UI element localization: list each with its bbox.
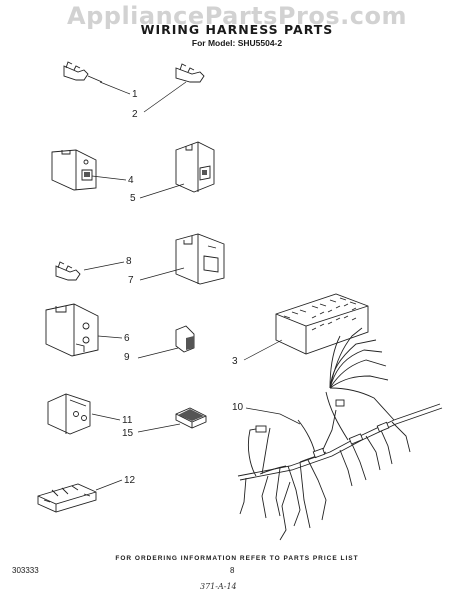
part-5-connector — [175, 141, 215, 193]
leader-2 — [143, 81, 187, 113]
callout-2: 2 — [132, 109, 138, 120]
leader-15 — [137, 423, 181, 433]
part-8-terminal — [55, 261, 81, 281]
callout-9: 9 — [124, 352, 130, 363]
part-6-connector — [45, 303, 99, 357]
leader-10 — [245, 407, 301, 425]
callout-6: 6 — [124, 333, 130, 344]
callout-5: 5 — [130, 193, 136, 204]
leader-7 — [139, 267, 185, 281]
leader-1 — [99, 81, 131, 95]
callout-12: 12 — [124, 475, 136, 486]
part-11-connector — [47, 393, 91, 435]
part-12-plug — [37, 483, 97, 513]
leader-5 — [139, 183, 185, 199]
part-3-connector-block — [275, 293, 369, 355]
page-number: 8 — [230, 566, 235, 575]
part-4-connector — [51, 149, 97, 191]
leader-8 — [83, 261, 125, 271]
part-9-clip — [175, 325, 195, 353]
part-15-pad — [175, 407, 207, 429]
callout-4: 4 — [128, 175, 134, 186]
callout-10: 10 — [232, 402, 244, 413]
part-2-terminal — [175, 63, 205, 83]
leader-4 — [91, 175, 127, 181]
handwritten-note: 371-A-14 — [200, 582, 237, 591]
leader-12 — [95, 479, 123, 491]
part-10-harness — [237, 327, 443, 541]
part-1-terminal — [63, 61, 103, 83]
callout-7: 7 — [128, 275, 134, 286]
callout-8: 8 — [126, 256, 132, 267]
part-7-connector — [175, 233, 225, 285]
leader-9 — [137, 347, 179, 359]
callout-1: 1 — [132, 89, 138, 100]
leader-6 — [97, 335, 123, 339]
callout-3: 3 — [232, 356, 238, 367]
callout-15: 15 — [122, 428, 134, 439]
document-number: 303333 — [12, 566, 39, 575]
ordering-note: FOR ORDERING INFORMATION REFER TO PARTS … — [115, 555, 359, 562]
model-label: For Model: SHU5504-2 — [191, 38, 283, 48]
leader-11 — [91, 413, 121, 421]
watermark: AppliancePartsPros.com — [67, 2, 407, 30]
leader-3 — [243, 339, 283, 361]
page-title: WIRING HARNESS PARTS — [140, 22, 334, 37]
callout-11: 11 — [122, 415, 133, 426]
